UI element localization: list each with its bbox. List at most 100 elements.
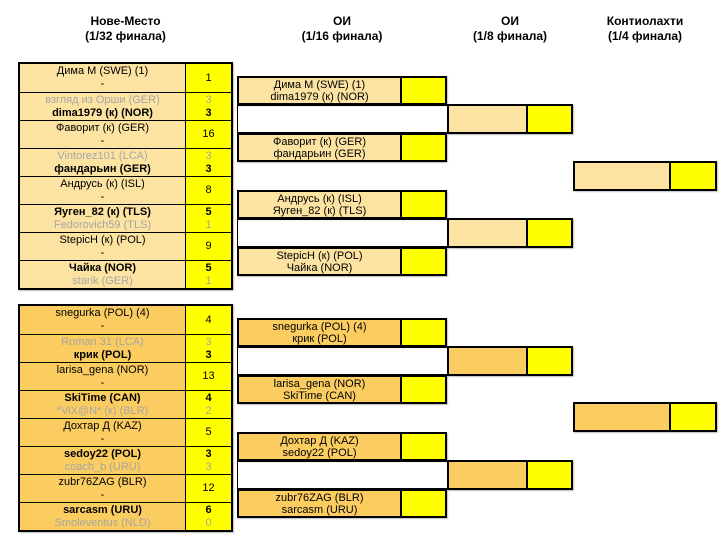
- score-cell: [671, 163, 715, 189]
- score-value: 12: [202, 482, 215, 494]
- score-cell: 3 3: [186, 93, 231, 120]
- bracket-cell: zubr76ZAG (BLR) - 12: [20, 474, 231, 502]
- connector-channel: [237, 347, 447, 375]
- score-cell: 3 3: [186, 149, 231, 176]
- score-cell: [402, 192, 445, 217]
- score-value: 3: [205, 149, 212, 162]
- round4-match: [573, 402, 717, 432]
- round32-block-top: Дима М (SWE) (1) - 1 взгляд из Орши (GER…: [18, 62, 233, 290]
- score-cell: 9: [186, 233, 231, 260]
- round4-header-venue: Контиолахти: [606, 14, 684, 28]
- player-name: -: [100, 134, 105, 147]
- player-name: -: [100, 190, 105, 203]
- score-value: 4: [205, 313, 212, 326]
- score-cell: 8: [186, 177, 231, 204]
- score-value: 2: [205, 404, 212, 417]
- score-cell: [402, 491, 445, 516]
- score-cell: [528, 106, 571, 132]
- round16-header: ОИ (1/16 финала): [237, 14, 447, 44]
- empty-name-cell: [575, 163, 671, 189]
- player-name: Дохтар Д (KAZ): [63, 419, 142, 432]
- score-value: 13: [202, 370, 215, 382]
- score-cell: 6 0: [186, 503, 231, 530]
- player-name: Андрусь (к) (ISL): [60, 177, 145, 190]
- round32-header: Нове-Место (1/32 финала): [18, 14, 233, 44]
- player-name: Smoleventus (NLD): [54, 516, 151, 529]
- round8-header: ОИ (1/8 финала): [447, 14, 573, 44]
- score-cell: 5 1: [186, 261, 231, 288]
- player-name: larisa_gena (NOR): [273, 377, 366, 390]
- score-cell: [528, 348, 571, 374]
- player-name: -: [100, 488, 105, 501]
- score-value: 9: [205, 240, 212, 252]
- score-value: 1: [205, 71, 212, 84]
- player-name: -: [100, 376, 105, 389]
- score-value: 3: [205, 348, 212, 361]
- bracket-cell: larisa_gena (NOR) - 13: [20, 362, 231, 390]
- player-name: крик (POL): [292, 332, 347, 345]
- score-value: 8: [205, 184, 212, 196]
- player-name: sarcasm (URU): [63, 503, 142, 516]
- player-name: sarcasm (URU): [281, 503, 358, 516]
- bracket-cell: Андрусь (к) (ISL) - 8: [20, 176, 231, 204]
- score-value: 3: [205, 447, 212, 460]
- score-value: 3: [205, 106, 212, 119]
- bracket-cell: SkiTime (CAN) *ViX@N* (к) (BLR) 4 2: [20, 390, 231, 418]
- score-cell: [528, 462, 571, 488]
- player-name: Roman 31 (LCA): [61, 335, 144, 348]
- score-value: 3: [205, 93, 212, 106]
- round8-match: [447, 218, 573, 248]
- player-name: larisa_gena (NOR): [56, 363, 149, 376]
- player-name: sedoy22 (POL): [282, 446, 357, 459]
- score-cell: [402, 320, 445, 345]
- score-cell: 4 2: [186, 391, 231, 418]
- bracket-cell: взгляд из Орши (GER) dima1979 (к) (NOR) …: [20, 92, 231, 120]
- player-name: Vintorez101 (LCA): [57, 149, 148, 162]
- round8-match: [447, 460, 573, 490]
- score-value: 3: [205, 335, 212, 348]
- player-name: Fedorovich59 (TLS): [53, 218, 152, 231]
- round16-match: Фаворит (к) (GER) фандарьин (GER): [237, 133, 447, 162]
- player-name: StepicH (к) (POL): [276, 249, 363, 262]
- score-cell: 4: [186, 306, 231, 334]
- score-cell: [402, 377, 445, 402]
- bracket-cell: Фаворит (к) (GER) - 16: [20, 120, 231, 148]
- score-cell: 3 3: [186, 447, 231, 474]
- score-cell: [402, 434, 445, 459]
- player-name: Яуген_82 (к) (TLS): [272, 204, 367, 217]
- round8-header-venue: ОИ: [501, 14, 519, 28]
- score-value: 0: [205, 516, 212, 529]
- player-name: -: [100, 246, 105, 259]
- round16-match: zubr76ZAG (BLR) sarcasm (URU): [237, 489, 447, 518]
- bracket-cell: sedoy22 (POL) coach_b (URU) 3 3: [20, 446, 231, 474]
- score-value: 4: [205, 391, 212, 404]
- score-cell: 5 1: [186, 205, 231, 232]
- round4-match: [573, 161, 717, 191]
- player-name: dima1979 (к) (NOR): [52, 106, 153, 119]
- connector-channel: [237, 219, 447, 247]
- bracket-cell: Roman 31 (LCA) крик (POL) 3 3: [20, 334, 231, 362]
- score-value: 5: [205, 205, 212, 218]
- empty-name-cell: [449, 348, 528, 374]
- bracket-cell: Дохтар Д (KAZ) - 5: [20, 418, 231, 446]
- score-cell: 1: [186, 64, 231, 92]
- round16-match: Андрусь (к) (ISL) Яуген_82 (к) (TLS): [237, 190, 447, 219]
- player-name: Фаворит (к) (GER): [272, 135, 367, 148]
- player-name: snegurka (POL) (4): [272, 320, 367, 333]
- player-name: Андрусь (к) (ISL): [277, 192, 362, 205]
- round16-match: larisa_gena (NOR) SkiTime (CAN): [237, 375, 447, 404]
- score-value: 16: [202, 128, 215, 140]
- player-name: -: [100, 320, 105, 332]
- round16-header-stage: (1/16 финала): [301, 29, 383, 43]
- player-name: фандарьин (GER): [54, 162, 151, 175]
- round16-match: Дима М (SWE) (1) dima1979 (к) (NOR): [237, 76, 447, 105]
- round32-header-venue: Нове-Место: [90, 14, 161, 28]
- player-name: zubr76ZAG (BLR): [275, 491, 364, 504]
- player-name: крик (POL): [73, 348, 132, 361]
- score-cell: [671, 404, 715, 430]
- player-name: Чайка (NOR): [286, 261, 353, 274]
- connector-channel: [237, 461, 447, 489]
- player-name: Дима М (SWE) (1): [56, 65, 149, 77]
- score-cell: 3 3: [186, 335, 231, 362]
- score-cell: 12: [186, 475, 231, 502]
